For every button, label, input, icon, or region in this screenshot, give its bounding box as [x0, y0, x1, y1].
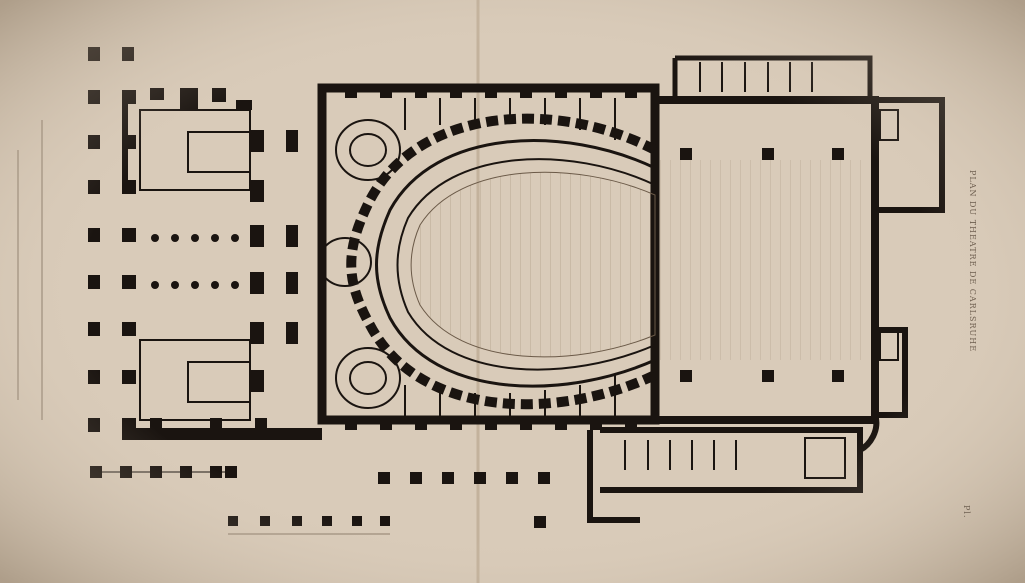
- right-margin-caption: PLAN DU THEATRE DE CARLSRUHE: [968, 170, 977, 353]
- right-margin-small-label: Pl.: [962, 505, 971, 519]
